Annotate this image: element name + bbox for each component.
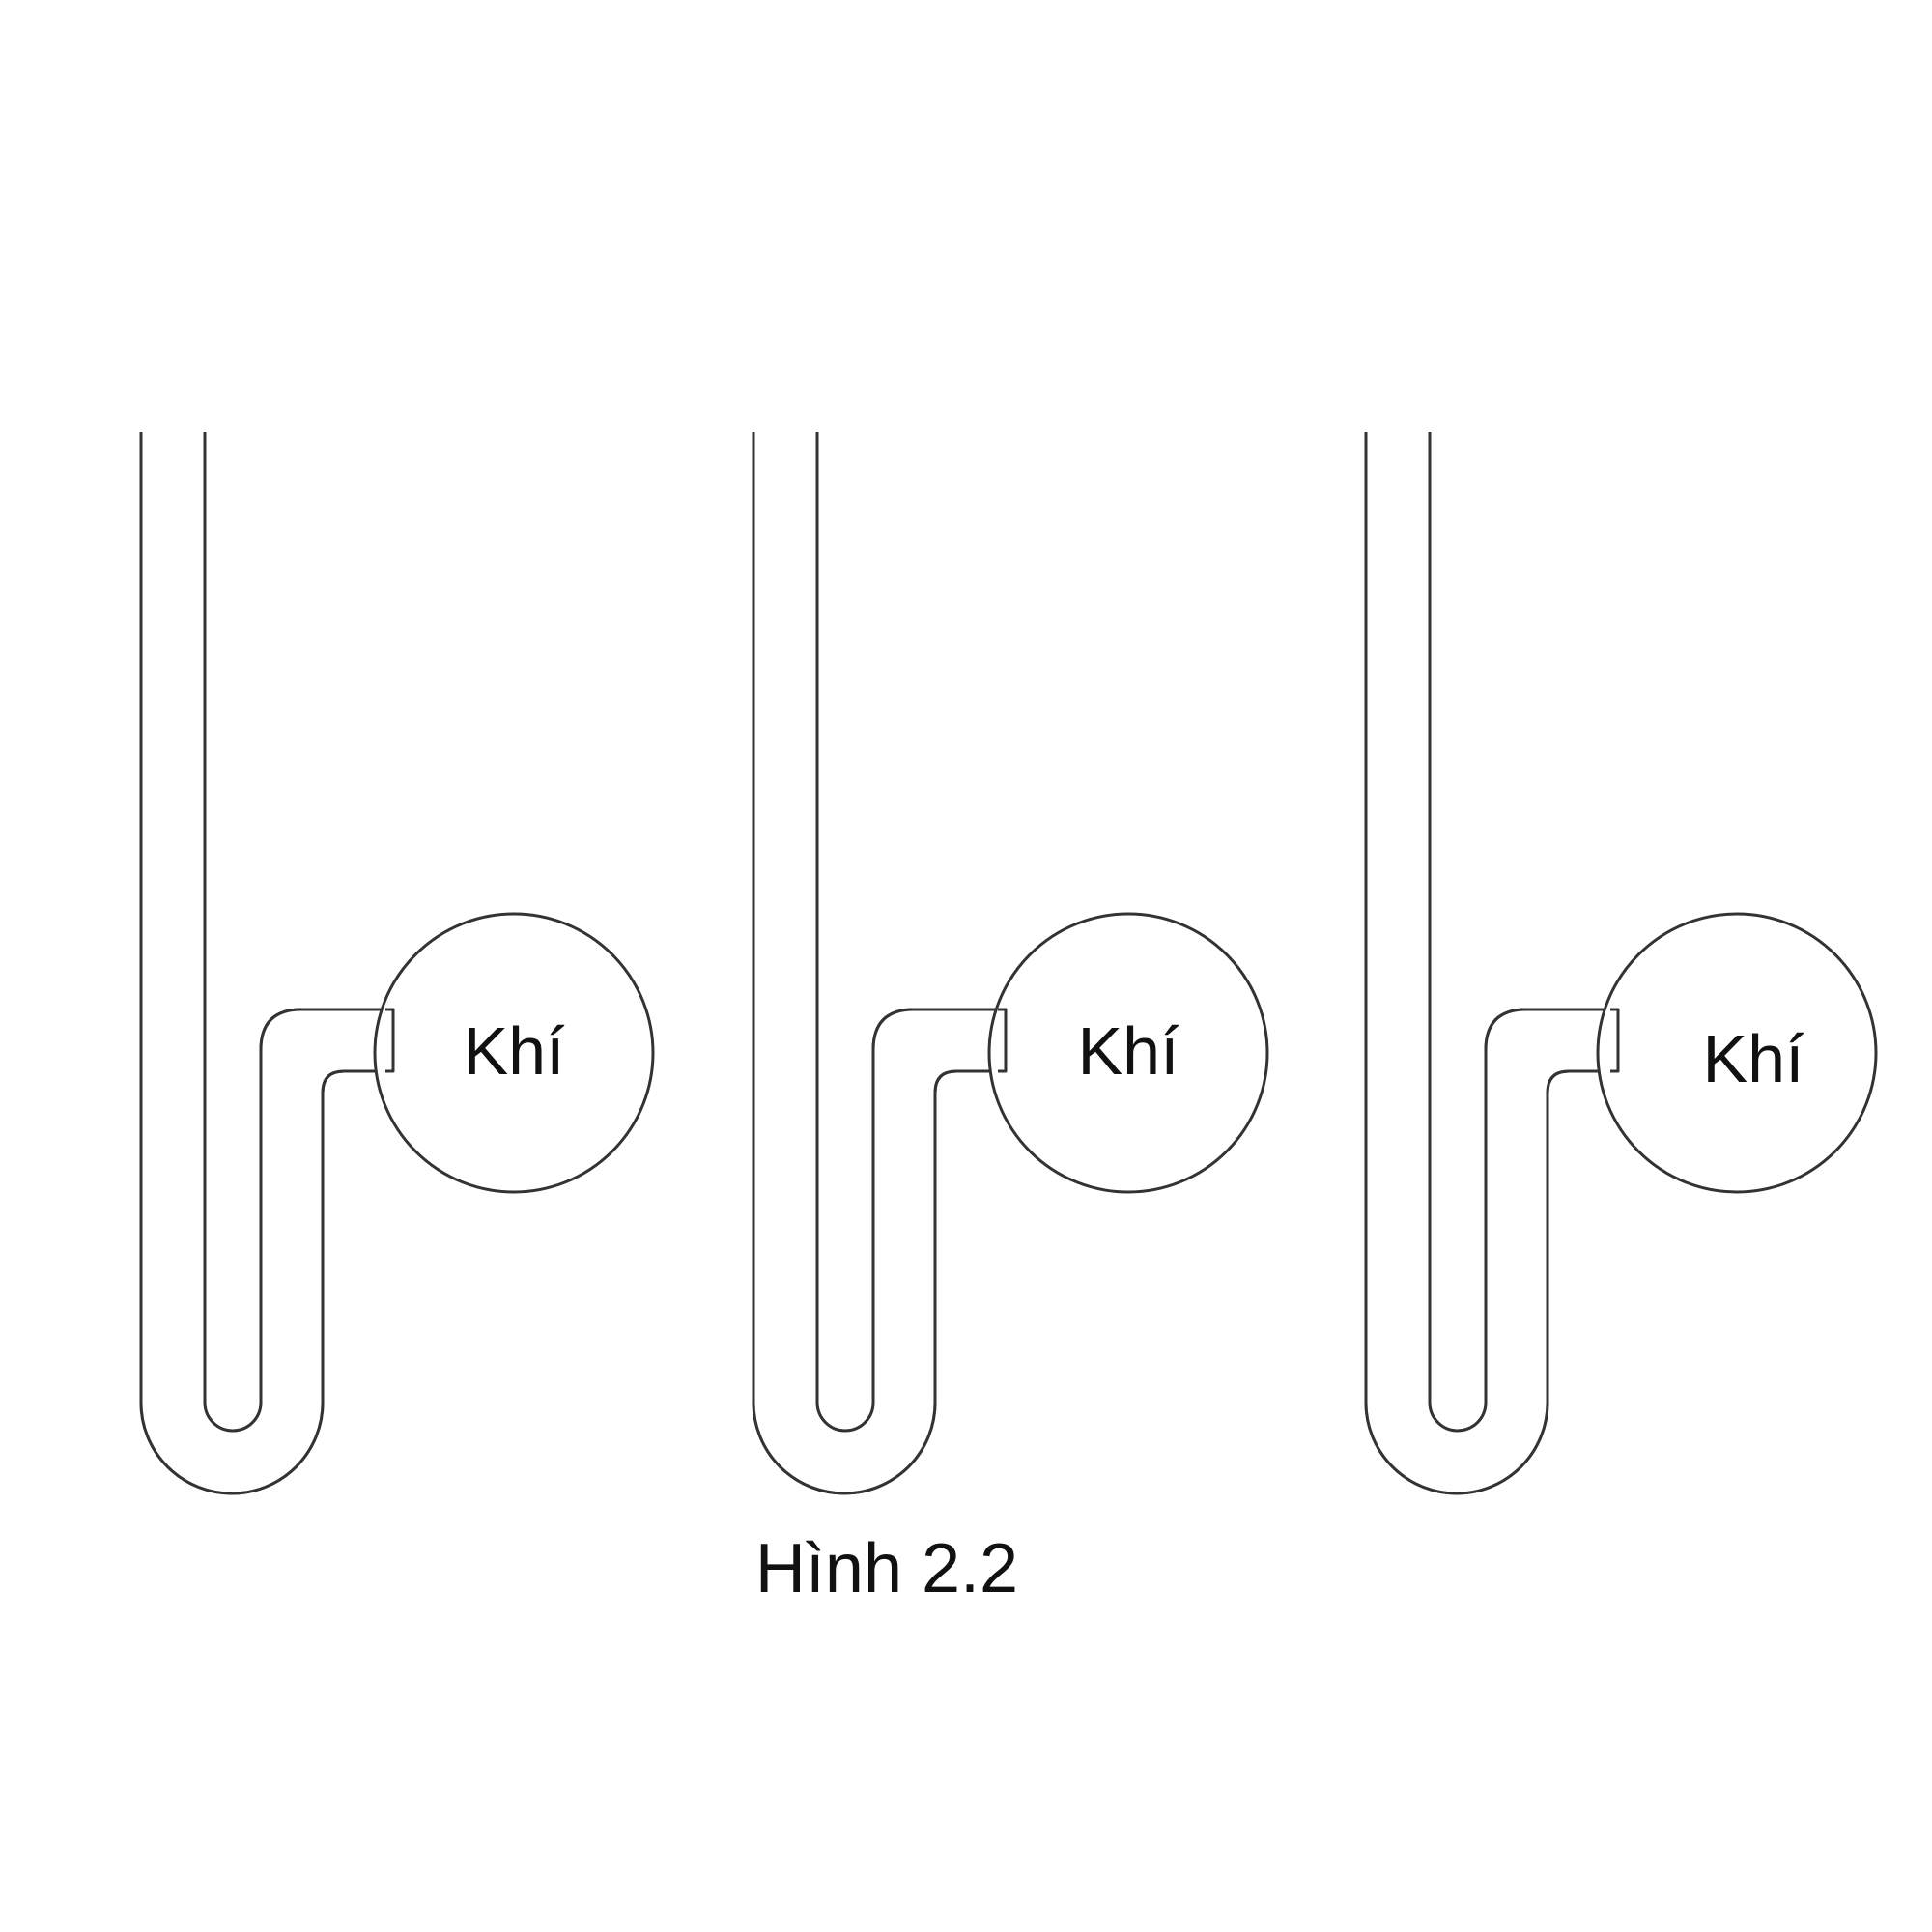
manometer-3: Khí [1364,432,1878,1495]
manometer-2: Khí [752,432,1269,1495]
bulb-neck-1 [385,1008,395,1073]
gas-label-2: Khí [1077,1013,1179,1089]
gas-bulb-3 [1596,912,1878,1194]
u-tube-outline-2 [752,432,1000,1495]
gas-label-1: Khí [463,1013,565,1089]
u-tube-outline-3 [1364,432,1612,1495]
bulb-neck-3 [1610,1008,1620,1073]
gas-label-3: Khí [1702,1021,1804,1096]
gas-bulb-1 [373,912,655,1194]
gas-bulb-2 [987,912,1269,1194]
u-tube-outline-1 [139,432,387,1495]
figure-caption: Hình 2.2 [755,1530,1018,1607]
manometer-1: Khí [139,432,655,1495]
bulb-neck-2 [998,1008,1008,1073]
